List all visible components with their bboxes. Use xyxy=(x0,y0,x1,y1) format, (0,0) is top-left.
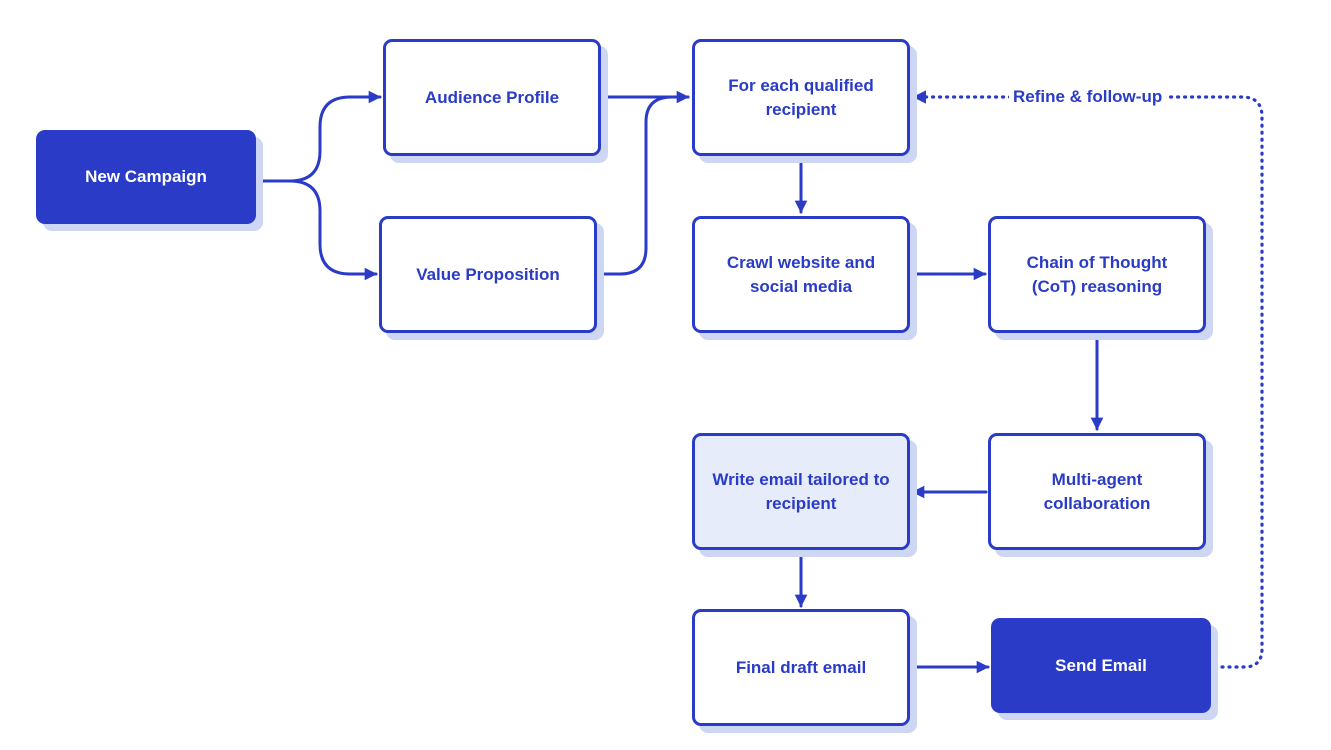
node-multi-agent[interactable]: Multi-agent collaboration xyxy=(988,433,1206,550)
node-chain-of-thought[interactable]: Chain of Thought (CoT) reasoning xyxy=(988,216,1206,333)
node-audience-profile[interactable]: Audience Profile xyxy=(383,39,601,156)
node-crawl-website[interactable]: Crawl website and social media xyxy=(692,216,910,333)
node-final-draft[interactable]: Final draft email xyxy=(692,609,910,726)
arrow-campaign-to-audience xyxy=(260,90,382,183)
arrow-campaign-to-value xyxy=(260,179,378,281)
node-send-email[interactable]: Send Email xyxy=(991,618,1211,713)
refine-follow-up-label: Refine & follow-up xyxy=(1009,86,1167,108)
node-value-proposition[interactable]: Value Proposition xyxy=(379,216,597,333)
node-write-email[interactable]: Write email tailored to recipient xyxy=(692,433,910,550)
node-for-each-recipient[interactable]: For each qualified recipient xyxy=(692,39,910,156)
arrow-value-to-recipient xyxy=(596,95,690,276)
arrow-refine-loop xyxy=(912,90,1264,669)
node-new-campaign[interactable]: New Campaign xyxy=(36,130,256,224)
